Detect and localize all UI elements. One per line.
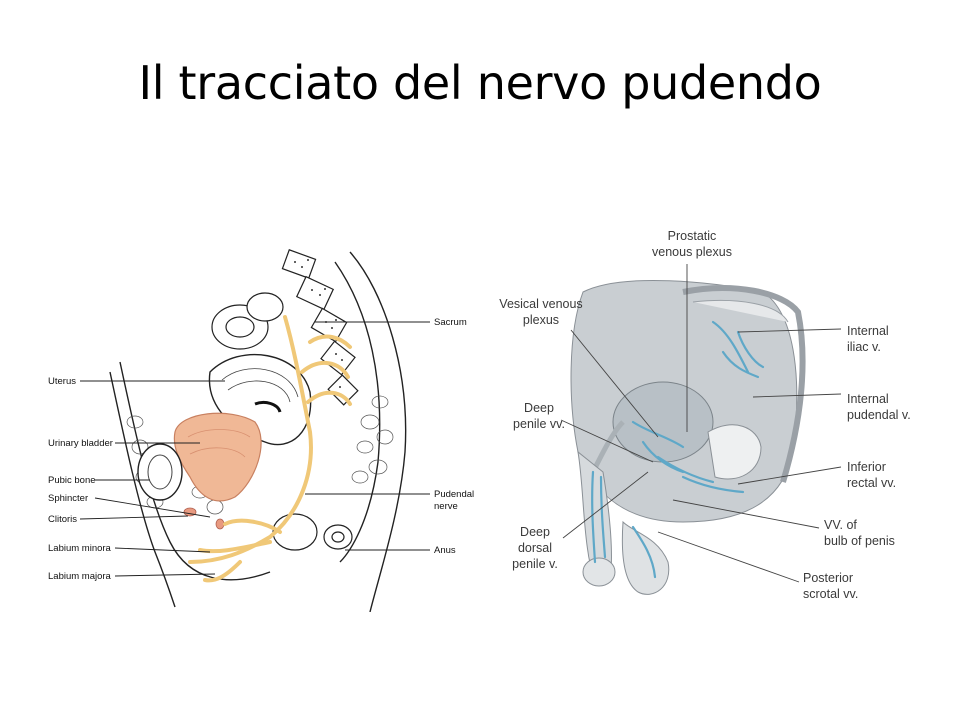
abdominal-wall-outline: [119, 361, 271, 581]
urinary-bladder: [173, 412, 262, 502]
right-leader-lines: [560, 264, 842, 583]
pubic-bone: [137, 443, 183, 501]
label-bulb-2: bulb of penis: [824, 534, 895, 548]
label-deep-dorsal-1: Deep: [520, 525, 550, 539]
label-pudendal-nerve-2: nerve: [434, 501, 458, 512]
label-vesical-1: Vesical venous: [499, 297, 582, 311]
label-urinary-bladder: Urinary bladder: [48, 438, 113, 449]
label-labium-majora: Labium majora: [48, 571, 112, 582]
label-deep-dorsal-3: penile v.: [512, 557, 558, 571]
label-prostatic-1: Prostatic: [668, 229, 717, 243]
label-sacrum: Sacrum: [434, 317, 467, 328]
label-pubic-bone: Pubic bone: [48, 475, 96, 486]
bone-speckle: [294, 259, 343, 388]
label-internal-pudendal-2: pudendal v.: [847, 408, 911, 422]
label-clitoris: Clitoris: [48, 514, 77, 525]
label-posterior-scrotal-1: Posterior: [803, 571, 853, 585]
label-prostatic-2: venous plexus: [652, 245, 732, 259]
label-uterus: Uterus: [48, 376, 76, 387]
label-internal-pudendal-1: Internal: [847, 392, 889, 406]
pelvic-tissue: [570, 279, 806, 523]
male-pelvic-veins-illustration: Prostatic venous plexus Vesical venous p…: [499, 229, 911, 601]
back-outline: [349, 251, 407, 612]
label-deep-dorsal-2: dorsal: [518, 541, 552, 555]
label-deep-penile-2: penile vv.: [513, 417, 565, 431]
label-bulb-1: VV. of: [824, 518, 857, 532]
intestines: [211, 292, 284, 350]
label-labium-minora: Labium minora: [48, 543, 112, 554]
label-deep-penile-1: Deep: [524, 401, 554, 415]
label-internal-iliac-2: iliac v.: [847, 340, 881, 354]
label-pudendal-nerve-1: Pudendal: [434, 489, 474, 500]
female-pelvis-illustration: Uterus Urinary bladder Pubic bone Sphinc…: [48, 249, 474, 612]
slide-title: Il tracciato del nervo pudendo: [138, 56, 822, 110]
label-inferior-rectal-1: Inferior: [847, 460, 886, 474]
label-vesical-2: plexus: [523, 313, 559, 327]
label-inferior-rectal-2: rectal vv.: [847, 476, 896, 490]
label-posterior-scrotal-2: scrotal vv.: [803, 587, 858, 601]
skin-outline: [109, 371, 176, 608]
pudendal-nerve: [188, 315, 352, 583]
spine-curve: [334, 261, 381, 563]
sacrum-vertebrae: [281, 249, 359, 406]
label-internal-iliac-1: Internal: [847, 324, 889, 338]
label-sphincter: Sphincter: [48, 493, 88, 504]
label-anus: Anus: [434, 545, 456, 556]
left-leader-lines: [79, 321, 430, 577]
sphincter-shape: [215, 518, 225, 530]
veins: [591, 320, 765, 579]
